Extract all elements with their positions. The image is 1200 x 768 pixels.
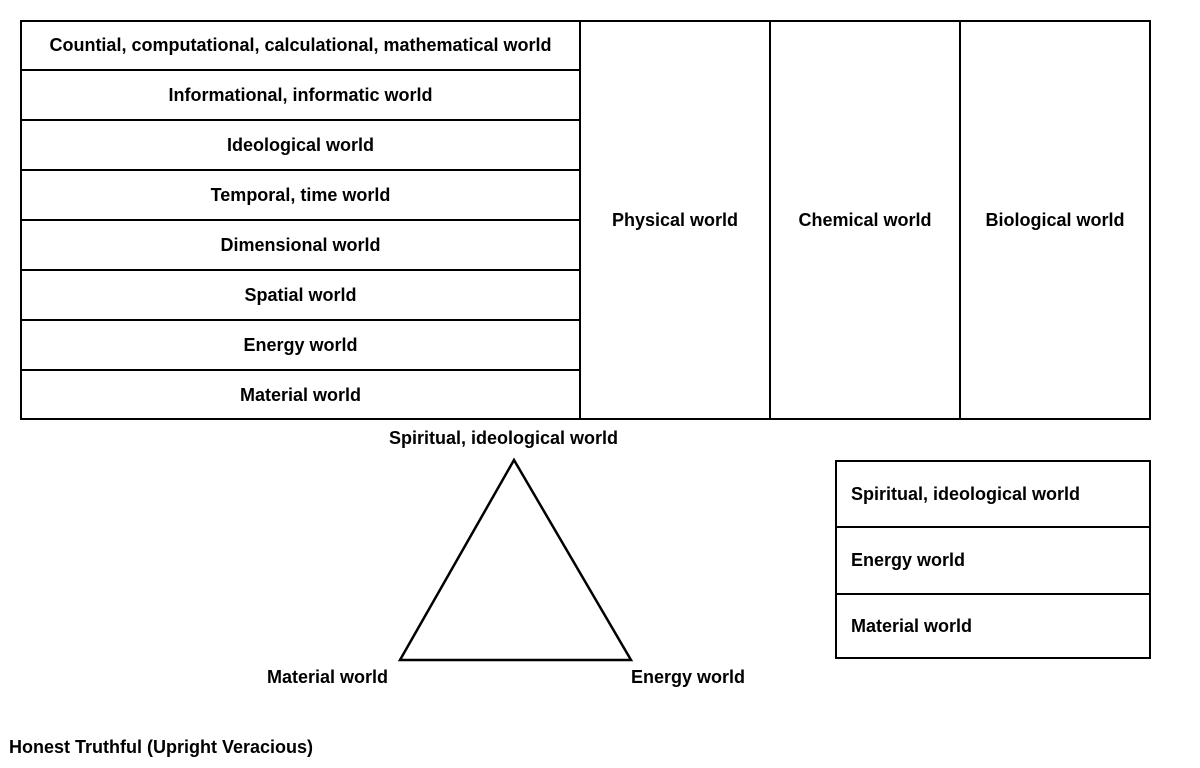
- world-column-biological: Biological world: [985, 209, 1125, 230]
- world-cell-material: Material world: [239, 384, 362, 405]
- triangle-bottom-right-label: Energy world: [631, 667, 746, 687]
- world-cell-temporal: Temporal, time world: [210, 184, 391, 205]
- world-cell-spatial: Spatial world: [244, 284, 357, 305]
- legend-item-material: Material world: [851, 615, 973, 636]
- grid-divider: [769, 20, 771, 420]
- legend-divider: [837, 526, 1149, 528]
- legend-divider: [837, 593, 1149, 595]
- world-cell-informational: Informational, informatic world: [168, 84, 433, 105]
- grid-divider: [959, 20, 961, 420]
- grid-divider: [20, 319, 581, 321]
- triangle-top-label: Spiritual, ideological world: [389, 428, 619, 448]
- grid-divider: [20, 169, 581, 171]
- world-cell-energy: Energy world: [243, 334, 358, 355]
- grid-divider: [20, 119, 581, 121]
- world-cell-ideological: Ideological world: [226, 134, 374, 155]
- footer-caption: Honest Truthful (Upright Veracious): [9, 737, 314, 757]
- legend-item-spiritual: Spiritual, ideological world: [851, 483, 1081, 504]
- worlds-legend: Spiritual, ideological world Energy worl…: [835, 460, 1151, 659]
- grid-divider: [579, 20, 581, 420]
- world-cell-dimensional: Dimensional world: [220, 234, 381, 255]
- world-column-physical: Physical world: [611, 209, 739, 230]
- legend-item-energy: Energy world: [851, 549, 966, 570]
- world-cell-mathematical: Countial, computational, calculational, …: [49, 34, 552, 55]
- triangle-shape: [397, 457, 634, 662]
- grid-divider: [20, 219, 581, 221]
- triangle-bottom-left-label: Material world: [267, 667, 389, 687]
- world-column-chemical: Chemical world: [798, 209, 932, 230]
- grid-divider: [20, 69, 581, 71]
- grid-divider: [20, 269, 581, 271]
- grid-divider: [20, 369, 581, 371]
